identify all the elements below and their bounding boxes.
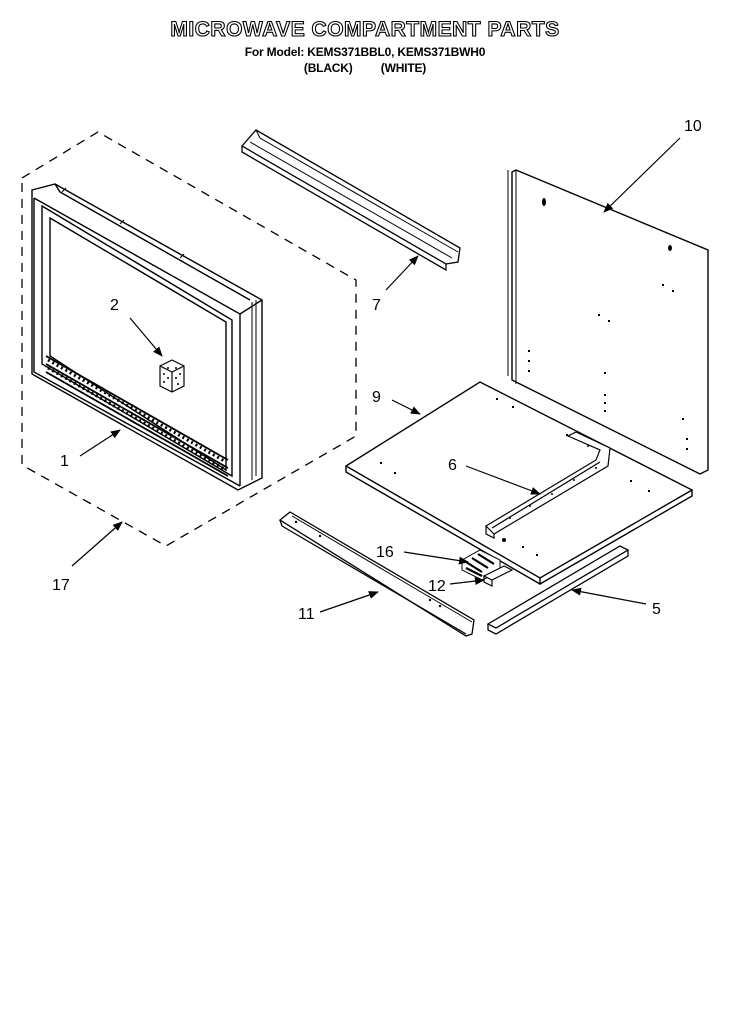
diagram-title: MICROWAVE COMPARTMENT PARTS bbox=[170, 17, 560, 41]
part-5-rail bbox=[486, 545, 630, 635]
part-10-back-panel bbox=[507, 169, 709, 475]
callout-12: 12 bbox=[428, 578, 446, 595]
model-line: For Model: KEMS371BBL0, KEMS371BWH0 bbox=[244, 45, 486, 59]
part-7-top-rail bbox=[240, 129, 461, 272]
leader-lines bbox=[71, 137, 681, 613]
callout-17: 17 bbox=[52, 577, 70, 594]
part-2-block bbox=[159, 359, 185, 393]
part-1-frame bbox=[31, 183, 263, 491]
callout-5: 5 bbox=[652, 601, 661, 618]
color-black-label: (BLACK) bbox=[303, 61, 353, 75]
part-9-base-plate bbox=[344, 381, 694, 586]
callout-9: 9 bbox=[372, 389, 381, 406]
color-line: (BLACK) (WHITE) bbox=[0, 61, 730, 75]
callout-7: 7 bbox=[372, 297, 381, 314]
callout-2: 2 bbox=[110, 297, 119, 314]
callout-10: 10 bbox=[684, 118, 702, 135]
color-white-label: (WHITE) bbox=[380, 61, 427, 75]
callout-16: 16 bbox=[376, 544, 394, 561]
part-17-assembly-outline bbox=[21, 131, 357, 547]
part-6-bracket bbox=[485, 431, 611, 539]
part-11-side-rail bbox=[278, 511, 475, 637]
callout-11: 11 bbox=[298, 606, 315, 623]
callout-6: 6 bbox=[448, 457, 457, 474]
callout-1: 1 bbox=[60, 453, 69, 470]
